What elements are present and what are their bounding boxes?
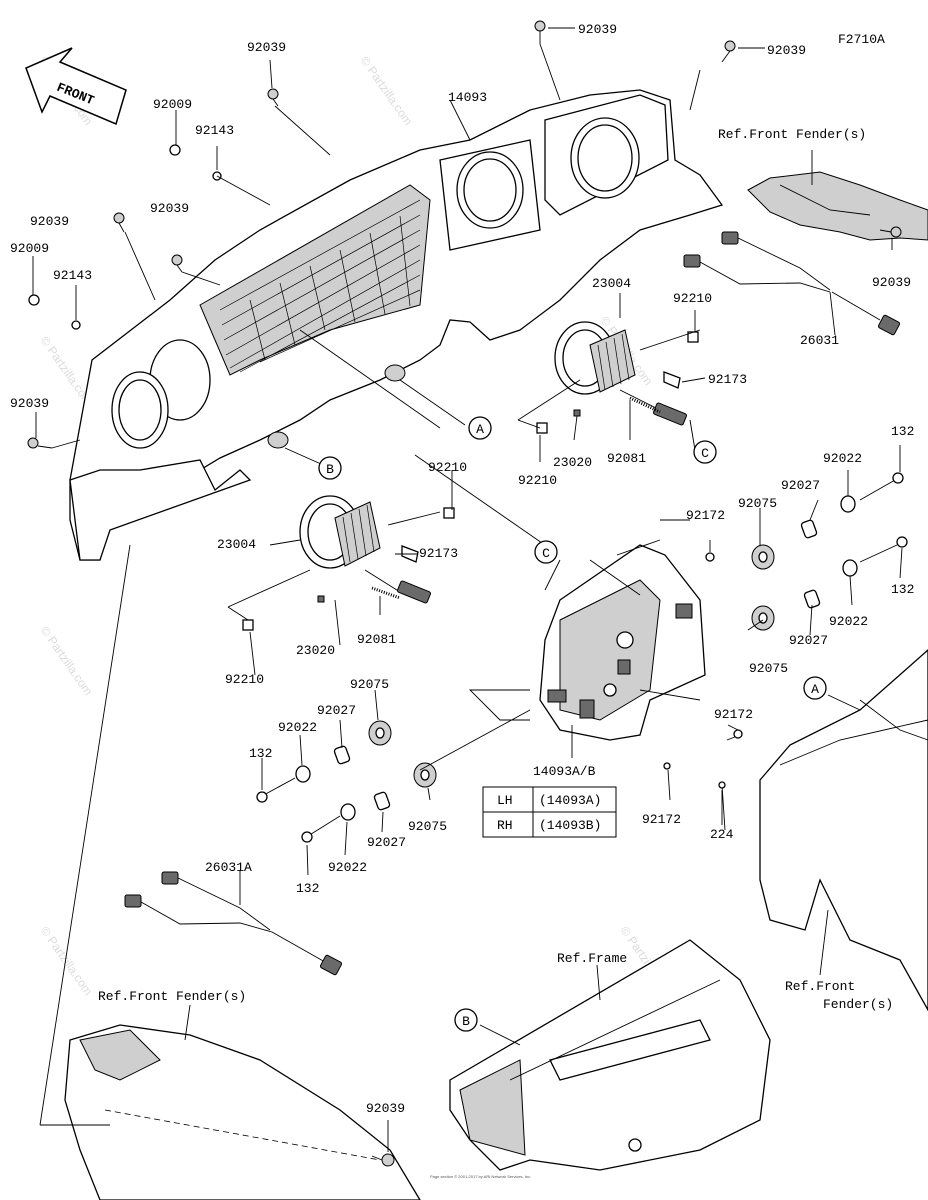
part-label: 92039 xyxy=(767,43,806,58)
callout-b-lower: B xyxy=(454,1008,478,1032)
ref-front-fender-top: Ref.Front Fender(s) xyxy=(718,127,866,142)
fender-bottom-left xyxy=(64,1024,421,1200)
part-label: 92210 xyxy=(673,291,712,306)
svg-text:C: C xyxy=(701,446,709,461)
part-label: 23020 xyxy=(296,643,335,658)
part-labels: 92039 92039 92039 92009 92143 14093 9203… xyxy=(10,22,914,1116)
part-label: 92009 xyxy=(10,241,49,256)
svg-text:B: B xyxy=(462,1014,470,1029)
part-label: 92075 xyxy=(749,661,788,676)
part-label: 92143 xyxy=(195,123,234,138)
part-label: 92210 xyxy=(518,473,557,488)
footer-note: Page section © 2001-2017 by ARI Network … xyxy=(430,1174,531,1179)
part-label: 92027 xyxy=(781,478,820,493)
part-label: 92075 xyxy=(350,677,389,692)
leader-lines xyxy=(32,27,903,1152)
part-label: 92027 xyxy=(789,633,828,648)
callout-a-upper: A xyxy=(468,416,492,440)
part-label: 92039 xyxy=(30,214,69,229)
part-label: 23004 xyxy=(592,276,631,291)
part-label: 92039 xyxy=(150,201,189,216)
part-label: 92210 xyxy=(428,460,467,475)
callout-c-lower: C xyxy=(534,540,558,564)
part-label: 92075 xyxy=(738,496,777,511)
headlight-unit-upper xyxy=(536,321,699,434)
part-label: 92143 xyxy=(53,268,92,283)
table-part: (14093A) xyxy=(539,793,601,808)
part-label: 23020 xyxy=(553,455,592,470)
headlight-cover xyxy=(69,89,724,561)
part-label: 14093A/B xyxy=(533,764,596,779)
part-label: 132 xyxy=(296,881,319,896)
watermark-text: © Partzilla.com xyxy=(358,54,416,128)
part-label: 92039 xyxy=(10,396,49,411)
part-label: 92022 xyxy=(823,451,862,466)
bracket-14093ab xyxy=(539,544,706,741)
callout-circles: A B C C A B xyxy=(318,416,827,1032)
svg-text:C: C xyxy=(542,546,550,561)
headlight-unit-lower xyxy=(242,495,455,631)
frame-bottom-right xyxy=(449,939,771,1171)
part-label: 26031A xyxy=(205,860,252,875)
part-label: 92027 xyxy=(367,835,406,850)
part-label: 92039 xyxy=(247,40,286,55)
grille-pattern xyxy=(219,199,421,373)
variant-table: LH (14093A) RH (14093B) xyxy=(482,786,617,838)
part-label: 92009 xyxy=(153,97,192,112)
part-label: 92022 xyxy=(278,720,317,735)
part-label: 92027 xyxy=(317,703,356,718)
wiring-harness-26031 xyxy=(683,231,901,336)
table-side: LH xyxy=(497,793,513,808)
table-side: RH xyxy=(497,818,513,833)
svg-text:A: A xyxy=(476,422,484,437)
reference-labels: Ref.Front Fender(s) Ref.Front Fender(s) … xyxy=(98,127,893,1012)
part-label: 132 xyxy=(891,582,914,597)
callout-c-upper: C xyxy=(693,440,717,464)
part-label: 92172 xyxy=(714,707,753,722)
ref-frame: Ref.Frame xyxy=(557,951,627,966)
svg-text:B: B xyxy=(326,462,334,477)
fender-top-right xyxy=(747,171,928,241)
part-label: 92210 xyxy=(225,672,264,687)
part-label: 92081 xyxy=(607,451,646,466)
part-label: 92075 xyxy=(408,819,447,834)
part-label: 92172 xyxy=(642,812,681,827)
table-part: (14093B) xyxy=(539,818,601,833)
part-label: 26031 xyxy=(800,333,839,348)
part-label: 92039 xyxy=(872,275,911,290)
part-label: 23004 xyxy=(217,537,256,552)
watermark-text: © Partzilla.com xyxy=(38,624,96,698)
ref-front-fender-bottom: Ref.Front Fender(s) xyxy=(98,989,246,1004)
hardware-right xyxy=(663,472,908,831)
wiring-harness-26031a xyxy=(124,871,343,976)
part-label: 92172 xyxy=(686,508,725,523)
part-label: 132 xyxy=(891,424,914,439)
hardware-left xyxy=(256,720,437,843)
svg-text:A: A xyxy=(811,682,819,697)
part-label: 92039 xyxy=(366,1101,405,1116)
part-label: 92039 xyxy=(578,22,617,37)
part-label: 14093 xyxy=(448,90,487,105)
part-label: 92173 xyxy=(419,546,458,561)
figure-code: F2710A xyxy=(838,32,885,47)
part-label: 92022 xyxy=(829,614,868,629)
part-label: 132 xyxy=(249,746,272,761)
watermark-text: © Partzilla.com xyxy=(38,924,96,998)
clip-fasteners xyxy=(27,20,902,1167)
ref-front-fender-right-1: Ref.Front xyxy=(785,979,855,994)
cover-bumpers xyxy=(267,364,406,449)
part-label: 92173 xyxy=(708,372,747,387)
part-label: 224 xyxy=(710,827,734,842)
part-label: 92022 xyxy=(328,860,367,875)
callout-b-upper: B xyxy=(318,456,342,480)
ref-front-fender-right-2: Fender(s) xyxy=(823,997,893,1012)
callout-a-lower: A xyxy=(803,676,827,700)
part-label: 92081 xyxy=(357,632,396,647)
fender-right xyxy=(759,649,928,1012)
